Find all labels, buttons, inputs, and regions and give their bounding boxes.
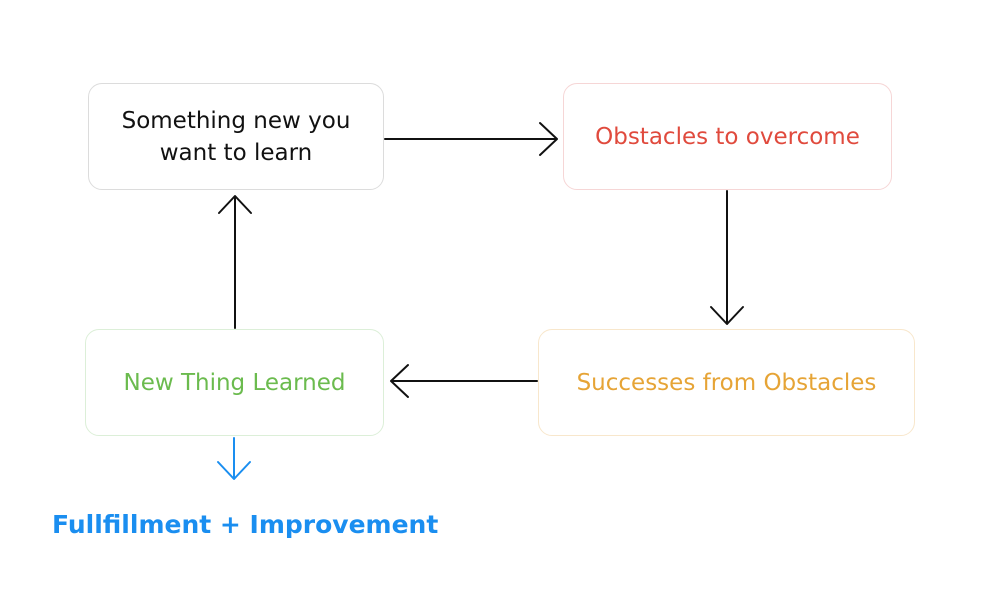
node-successes: Successes from Obstacles bbox=[538, 329, 915, 436]
outcome-label: Fullfillment + Improvement bbox=[52, 510, 439, 539]
node-obstacles-label: Obstacles to overcome bbox=[595, 123, 860, 150]
node-something-new: Something new you want to learn bbox=[88, 83, 384, 190]
node-new-thing-learned: New Thing Learned bbox=[85, 329, 384, 436]
node-obstacles: Obstacles to overcome bbox=[563, 83, 892, 190]
arrow-learned-to-outcome bbox=[217, 437, 251, 480]
arrow-successes-to-learned bbox=[390, 364, 538, 398]
node-successes-label: Successes from Obstacles bbox=[576, 369, 877, 396]
arrow-learned-to-learn bbox=[218, 195, 252, 329]
arrow-learn-to-obstacles bbox=[384, 122, 558, 156]
node-new-thing-learned-label: New Thing Learned bbox=[123, 369, 346, 396]
node-something-new-label: Something new you want to learn bbox=[121, 107, 351, 166]
arrow-obstacles-to-successes bbox=[710, 190, 744, 325]
